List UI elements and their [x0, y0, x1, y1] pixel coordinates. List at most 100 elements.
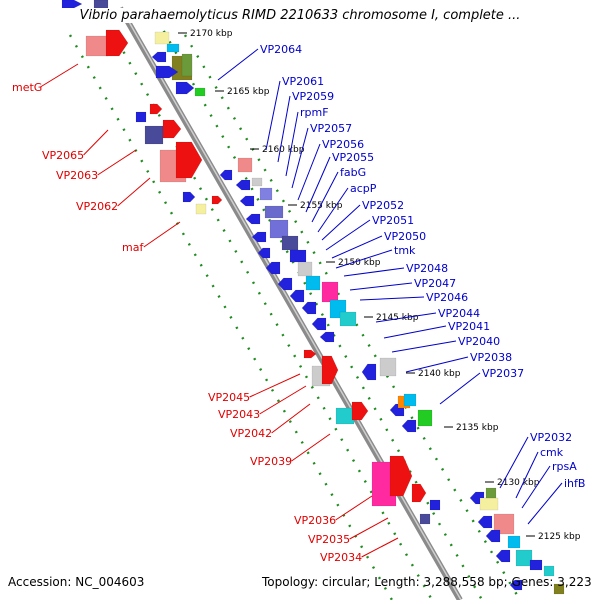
- gene-feature[interactable]: [305, 275, 321, 291]
- gene-feature[interactable]: [361, 363, 377, 381]
- gene-label-vp2064[interactable]: VP2064: [260, 43, 302, 56]
- gene-feature[interactable]: [245, 213, 261, 225]
- gene-feature[interactable]: [507, 535, 521, 549]
- gene-label-vp2063[interactable]: VP2063: [56, 169, 98, 182]
- gene-feature[interactable]: [417, 409, 433, 427]
- gene-feature[interactable]: [182, 191, 196, 203]
- gene-feature[interactable]: [269, 219, 289, 239]
- gene-label-cmk[interactable]: cmk: [540, 446, 564, 459]
- gene-feature[interactable]: [303, 349, 317, 359]
- gene-label-vp2051[interactable]: VP2051: [372, 214, 414, 227]
- gene-label-vp2041[interactable]: VP2041: [448, 320, 490, 333]
- gene-label-vp2052[interactable]: VP2052: [362, 199, 404, 212]
- gene-feature[interactable]: [289, 289, 305, 303]
- gene-feature[interactable]: [211, 195, 223, 205]
- gene-feature[interactable]: [335, 407, 355, 425]
- gene-feature[interactable]: [485, 529, 501, 543]
- gene-feature[interactable]: [166, 43, 180, 53]
- gene-feature[interactable]: [155, 65, 179, 79]
- gene-feature[interactable]: [411, 483, 427, 503]
- gene-label-vp2036[interactable]: VP2036: [294, 514, 336, 527]
- gene-label-rpsa[interactable]: rpsA: [552, 460, 577, 473]
- gene-feature[interactable]: [93, 0, 109, 9]
- gene-feature[interactable]: [237, 157, 253, 173]
- gene-feature[interactable]: [389, 455, 413, 497]
- gene-feature[interactable]: [485, 487, 497, 499]
- gene-label-acpp[interactable]: acpP: [350, 182, 377, 195]
- gene-label-vp2042[interactable]: VP2042: [230, 427, 272, 440]
- gene-feature[interactable]: [319, 331, 335, 343]
- gene-feature[interactable]: [239, 195, 255, 207]
- gene-feature[interactable]: [495, 549, 511, 563]
- gene-label-vp2043[interactable]: VP2043: [218, 408, 260, 421]
- gene-label-vp2035[interactable]: VP2035: [308, 533, 350, 546]
- gene-feature[interactable]: [154, 31, 170, 45]
- gene-label-vp2057[interactable]: VP2057: [310, 122, 352, 135]
- gene-feature[interactable]: [351, 401, 369, 421]
- gene-feature[interactable]: [219, 169, 233, 181]
- gene-label-vp2061[interactable]: VP2061: [282, 75, 324, 88]
- gene-feature[interactable]: [85, 35, 109, 57]
- gene-feature[interactable]: [301, 301, 317, 315]
- gene-label-vp2038[interactable]: VP2038: [470, 351, 512, 364]
- gene-label-vp2046[interactable]: VP2046: [426, 291, 468, 304]
- gene-feature[interactable]: [149, 103, 163, 115]
- gene-label-vp2044[interactable]: VP2044: [438, 307, 480, 320]
- gene-feature[interactable]: [543, 565, 555, 577]
- gene-label-vp2050[interactable]: VP2050: [384, 230, 426, 243]
- gene-label-tmk[interactable]: tmk: [394, 244, 416, 257]
- gene-label-vp2040[interactable]: VP2040: [458, 335, 500, 348]
- gene-feature[interactable]: [259, 187, 273, 201]
- gene-feature[interactable]: [493, 513, 515, 535]
- gene-feature[interactable]: [162, 119, 182, 139]
- gene-label-vp2065[interactable]: VP2065: [42, 149, 84, 162]
- gene-feature[interactable]: [194, 87, 206, 97]
- gene-feature[interactable]: [265, 261, 281, 275]
- gene-label-vp2032[interactable]: VP2032: [530, 431, 572, 444]
- gene-label-vp2045[interactable]: VP2045: [208, 391, 250, 404]
- gene-label-vp2037[interactable]: VP2037: [482, 367, 524, 380]
- gene-feature[interactable]: [297, 261, 313, 277]
- gene-label-maf[interactable]: maf: [122, 241, 144, 254]
- gene-feature[interactable]: [257, 247, 271, 259]
- gene-feature[interactable]: [515, 549, 533, 567]
- gene-label-vp2034[interactable]: VP2034: [320, 551, 362, 564]
- gene-feature[interactable]: [135, 111, 147, 123]
- gene-feature[interactable]: [289, 249, 307, 263]
- gene-feature[interactable]: [105, 29, 129, 57]
- gene-label-ihfb[interactable]: ihfB: [564, 477, 585, 490]
- gene-feature[interactable]: [403, 393, 417, 407]
- gene-feature[interactable]: [144, 125, 164, 145]
- gene-feature[interactable]: [321, 281, 339, 303]
- gene-feature[interactable]: [181, 53, 193, 77]
- gene-feature[interactable]: [264, 205, 284, 219]
- gene-feature[interactable]: [175, 141, 203, 179]
- gene-feature[interactable]: [509, 579, 523, 591]
- gene-label-vp2059[interactable]: VP2059: [292, 90, 334, 103]
- gene-feature[interactable]: [529, 559, 543, 571]
- gene-feature[interactable]: [151, 51, 167, 63]
- gene-feature[interactable]: [235, 179, 251, 191]
- gene-label-vp2062[interactable]: VP2062: [76, 200, 118, 213]
- gene-feature[interactable]: [277, 277, 293, 291]
- gene-label-vp2047[interactable]: VP2047: [414, 277, 456, 290]
- gene-feature[interactable]: [479, 497, 499, 511]
- gene-feature[interactable]: [477, 515, 493, 529]
- gene-feature[interactable]: [419, 513, 431, 525]
- gene-label-rpmf[interactable]: rpmF: [300, 106, 329, 119]
- gene-feature[interactable]: [321, 355, 339, 385]
- gene-feature[interactable]: [429, 499, 441, 511]
- gene-feature[interactable]: [251, 231, 267, 243]
- gene-label-vp2048[interactable]: VP2048: [406, 262, 448, 275]
- gene-feature[interactable]: [401, 419, 417, 433]
- gene-feature[interactable]: [175, 81, 195, 95]
- gene-feature[interactable]: [251, 177, 263, 187]
- gene-feature[interactable]: [339, 311, 357, 327]
- gene-feature[interactable]: [311, 317, 327, 331]
- gene-label-vp2039[interactable]: VP2039: [250, 455, 292, 468]
- gene-label-metg[interactable]: metG: [12, 81, 42, 94]
- gene-feature[interactable]: [195, 203, 207, 215]
- gene-feature[interactable]: [553, 583, 565, 595]
- gene-feature[interactable]: [61, 0, 83, 9]
- gene-feature[interactable]: [281, 235, 299, 251]
